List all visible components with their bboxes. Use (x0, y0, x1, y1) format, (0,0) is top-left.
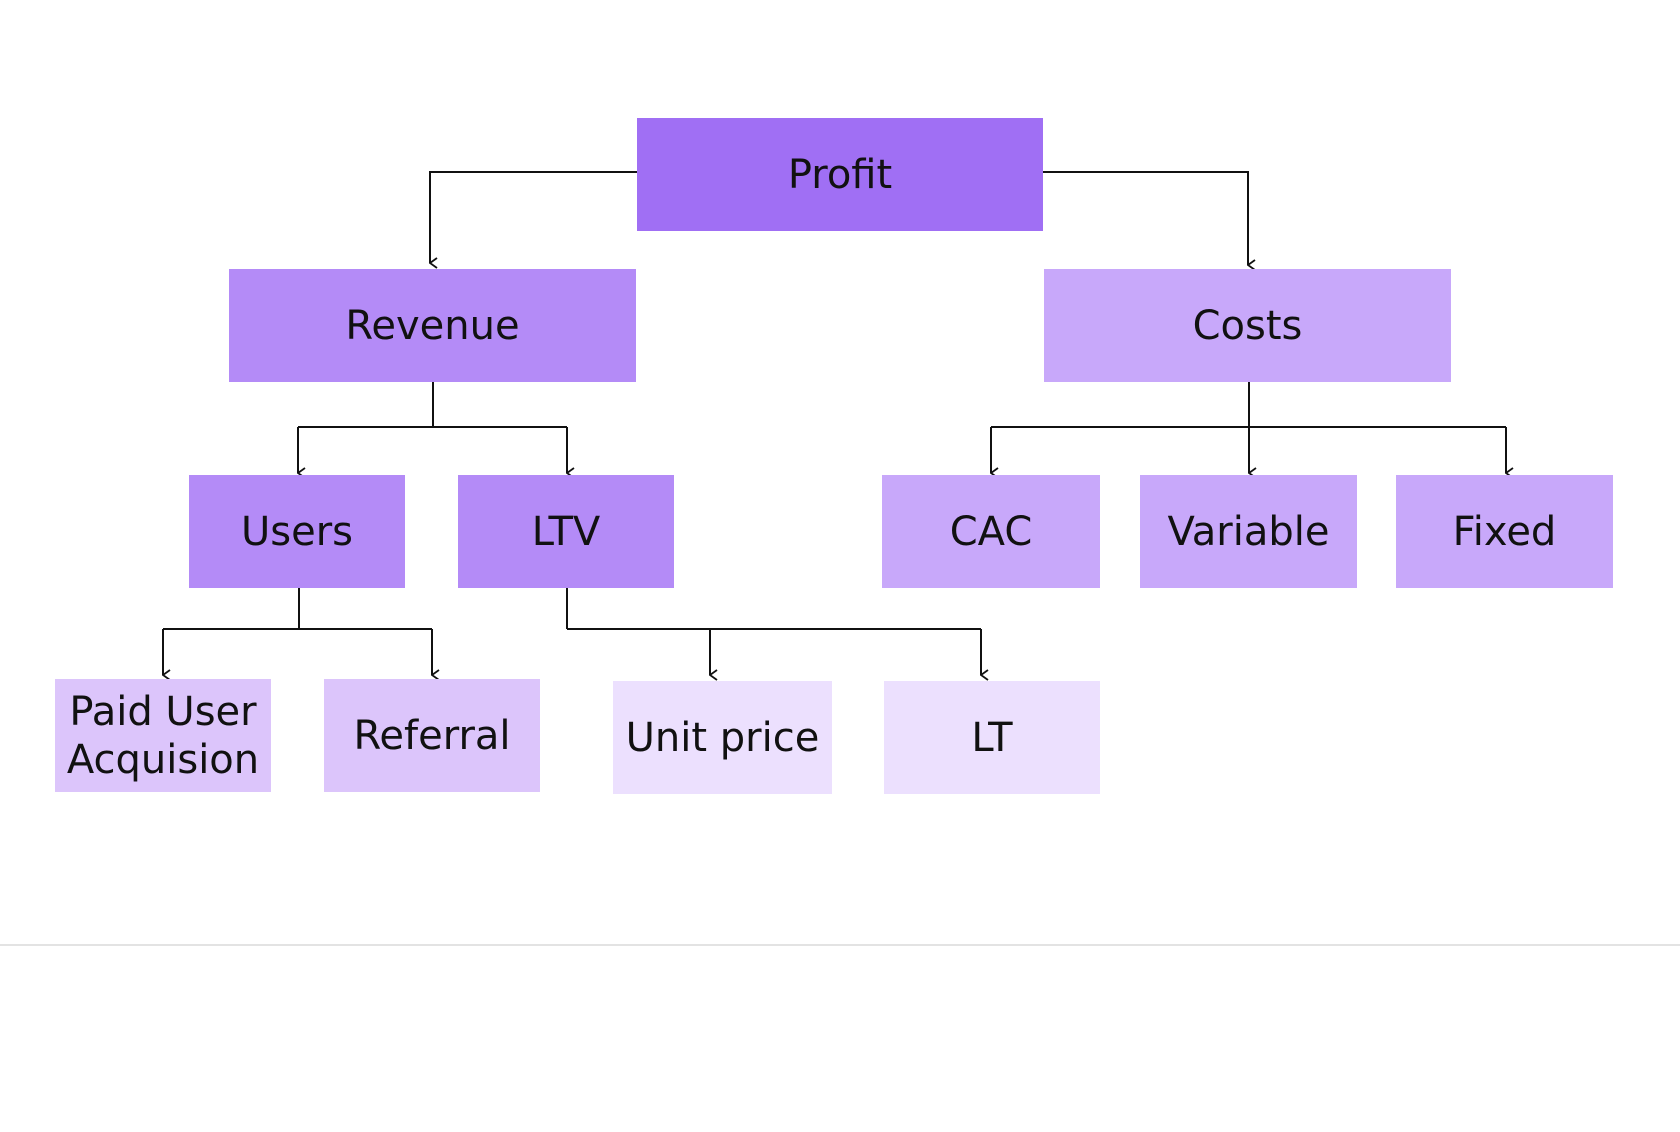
node-cac: CAC (882, 475, 1100, 588)
connector-profit-revenue (429, 171, 637, 263)
connector-profit-costs (1043, 171, 1248, 265)
node-variable: Variable (1140, 475, 1357, 588)
node-costs: Costs (1044, 269, 1451, 382)
node-revenue: Revenue (229, 269, 636, 382)
page-divider (0, 944, 1680, 946)
node-lt: LT (884, 681, 1100, 794)
node-unit-price: Unit price (613, 681, 832, 794)
node-fixed: Fixed (1396, 475, 1613, 588)
node-profit: Profit (637, 118, 1043, 231)
node-paid-user-acquision: Paid User Acquision (55, 679, 271, 792)
node-users: Users (189, 475, 405, 588)
node-referral: Referral (324, 679, 540, 792)
node-ltv: LTV (458, 475, 674, 588)
